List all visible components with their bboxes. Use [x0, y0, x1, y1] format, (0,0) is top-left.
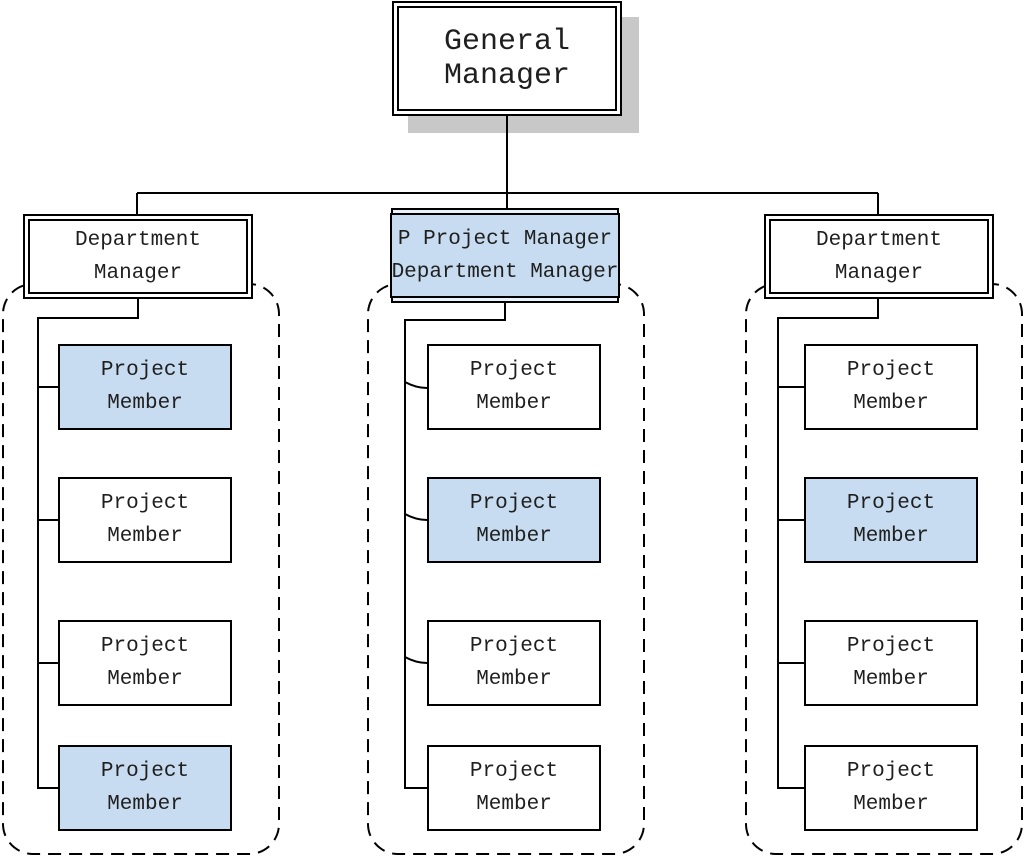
node-label-line2: Member: [107, 392, 183, 415]
node-label-line1: Project: [846, 359, 936, 382]
node-label-line2: Member: [476, 793, 552, 816]
node-label-line1: Project: [100, 635, 190, 658]
node-project-member: Project Member: [58, 344, 232, 430]
node-label-line2: Member: [853, 668, 929, 691]
node-project-member: Project Member: [427, 620, 601, 706]
node-label-line1: Project: [469, 492, 559, 515]
node-project-member: Project Member: [427, 745, 601, 831]
node-label-line1: Project: [846, 492, 936, 515]
node-label-line2: Member: [476, 392, 552, 415]
node-label-line2: Member: [107, 668, 183, 691]
node-project-member: Project Member: [427, 477, 601, 563]
branch2-trunk: [404, 303, 506, 789]
node-label-line2: Member: [107, 793, 183, 816]
node-label-line2: Member: [107, 525, 183, 548]
node-general-manager: General Manager: [392, 1, 622, 116]
node-label-line1: Project: [846, 760, 936, 783]
node-label-line1: Project: [100, 492, 190, 515]
node-project-member: Project Member: [58, 745, 232, 831]
node-project-member: Project Member: [427, 344, 601, 430]
node-department-manager-2: Department Manager: [764, 214, 994, 299]
node-label-line1: Project: [469, 359, 559, 382]
node-project-member: Project Member: [58, 620, 232, 706]
node-label-line2: Member: [853, 793, 929, 816]
node-label-line1: Department: [815, 228, 943, 252]
node-project-manager-department-manager: P Project Manager Department Manager: [389, 208, 621, 303]
node-department-manager-1: Department Manager: [23, 214, 253, 299]
branch2-stub-3: [404, 656, 428, 664]
node-label-line2: Manager: [443, 58, 571, 93]
node-label-line2: Manager: [93, 261, 183, 285]
branch2-stub-1: [404, 381, 428, 389]
branch3-trunk: [777, 298, 879, 789]
node-project-member: Project Member: [804, 745, 978, 831]
node-project-member: Project Member: [804, 344, 978, 430]
node-project-member: Project Member: [804, 477, 978, 563]
node-label-line1: General: [443, 24, 571, 59]
node-label-line1: P Project Manager: [397, 227, 613, 251]
node-label-line2: Member: [853, 392, 929, 415]
node-label-line2: Department Manager: [391, 260, 619, 284]
node-label-line2: Manager: [834, 261, 924, 285]
node-label-line2: Member: [853, 525, 929, 548]
node-label-line1: Project: [469, 635, 559, 658]
branch2-stub-2: [404, 513, 428, 521]
node-label-line1: Project: [846, 635, 936, 658]
node-label-line1: Project: [100, 760, 190, 783]
node-label-line1: Project: [100, 359, 190, 382]
node-project-member: Project Member: [58, 477, 232, 563]
node-project-member: Project Member: [804, 620, 978, 706]
node-label-line1: Department: [74, 228, 202, 252]
branch1-trunk: [37, 299, 139, 789]
node-label-line2: Member: [476, 525, 552, 548]
node-label-line1: Project: [469, 760, 559, 783]
node-label-line2: Member: [476, 668, 552, 691]
